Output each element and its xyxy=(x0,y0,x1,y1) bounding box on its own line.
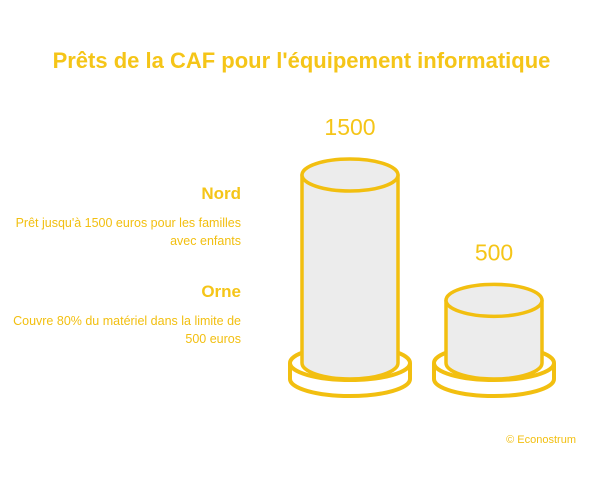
bar-orne xyxy=(444,298,544,381)
credit-text: © Econostrum xyxy=(506,434,576,446)
data-label-orne: 500 xyxy=(475,239,513,265)
chart-title: Prêts de la CAF pour l'équipement inform… xyxy=(52,48,551,73)
bar-nord xyxy=(300,173,400,381)
region-name-nord: Nord xyxy=(201,184,241,203)
bar-top-nord xyxy=(300,157,400,193)
region-nord: Nord Prêt jusqu'à 1500 euros pour les fa… xyxy=(11,184,241,250)
region-name-orne: Orne xyxy=(201,282,241,301)
region-orne: Orne Couvre 80% du matériel dans la limi… xyxy=(11,282,241,348)
bar-top-orne xyxy=(444,282,544,319)
region-desc-orne: Couvre 80% du matériel dans la limite de… xyxy=(13,314,241,346)
data-label-nord: 1500 xyxy=(324,114,375,140)
region-desc-nord: Prêt jusqu'à 1500 euros pour les famille… xyxy=(15,216,241,248)
